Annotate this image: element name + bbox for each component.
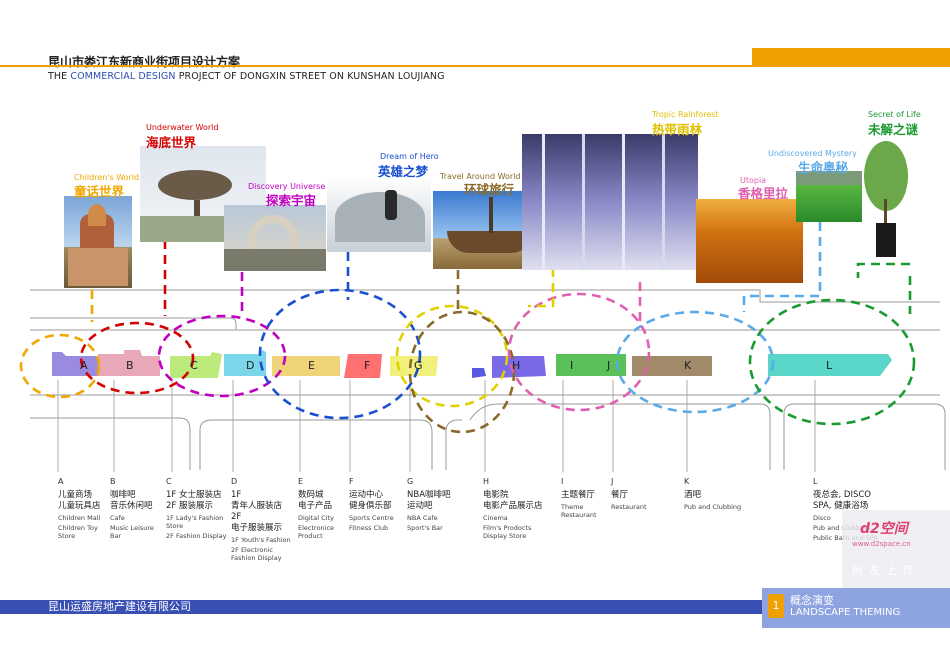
legend-zone-d: D 1F 青年人服装店 2F 电子服装展示 1F Youth's Fashion… — [231, 477, 291, 562]
legend-zone-j: J 餐厅 Restaurant — [611, 477, 647, 511]
header-rule — [0, 65, 752, 67]
zone-label-d: D — [246, 359, 255, 372]
theme-en-travel-around-world: Travel Around World — [440, 172, 521, 181]
zone-label-h: H — [512, 359, 521, 372]
theme-rings — [19, 288, 916, 434]
photo-undiscovered-mystery — [796, 171, 870, 222]
zone-label-i: I — [570, 359, 574, 372]
photo-utopia — [696, 199, 803, 283]
zone-label-l: L — [826, 359, 833, 372]
theme-cn-discovery-universe: 探索宇宙 — [266, 193, 317, 208]
theme-connectors — [90, 222, 912, 322]
legend-zone-g: G NBA咖啡吧 运动吧 NBA Cafe Sport's Bar — [407, 477, 451, 532]
theme-en-childrens-world: Children's World — [74, 173, 140, 182]
photo-secret-of-life — [862, 139, 910, 259]
watermark-panel — [842, 510, 950, 590]
zone-label-c: C — [190, 359, 198, 372]
site-outline — [30, 289, 946, 470]
theme-en-discovery-universe: Discovery Universe — [248, 182, 326, 191]
zone-label-j: J — [607, 359, 611, 372]
page-tab — [762, 588, 950, 628]
section-title-cn: 概念演变 — [790, 594, 834, 607]
theme-cn-childrens-world: 童话世界 — [74, 184, 125, 199]
theme-en-tropic-rainforest: Tropic Rainforest — [652, 110, 719, 119]
header-accent-bar — [752, 48, 950, 67]
zone-label-f: F — [364, 359, 371, 372]
footer-bar — [0, 600, 762, 614]
watermark-url: www.d2space.cn — [852, 540, 911, 548]
theme-en-secret-of-life: Secret of Life — [868, 110, 921, 119]
photo-underwater-world — [140, 146, 266, 242]
theme-cn-travel-around-world: 环球旅行 — [464, 182, 515, 197]
legend-zone-a: A 儿童商场 儿童玩具店 Children Mall Children Toy … — [58, 477, 101, 540]
title-english: THE COMMERCIAL DESIGN PROJECT OF DONGXIN… — [48, 71, 445, 82]
theme-cn-undiscovered-mystery: 生命奥秘 — [798, 160, 849, 175]
theme-cn-underwater-world: 海底世界 — [146, 135, 197, 150]
theme-en-underwater-world: Underwater World — [146, 123, 219, 132]
photo-childrens-world — [64, 196, 132, 288]
theme-cn-dream-of-hero: 英雄之梦 — [378, 164, 429, 179]
watermark-upload-text: 网友上传 — [852, 564, 920, 577]
photo-dream-of-hero — [327, 176, 431, 252]
photo-discovery-universe — [224, 205, 326, 271]
legend-zone-k: K 酒吧 Pub and Clubbing — [684, 477, 742, 511]
zone-label-a: A — [80, 359, 88, 372]
zone-label-b: B — [126, 359, 134, 372]
legend-zone-c: C 1F 女士服装店 2F 服装展示 1F Lady's Fashion Sto… — [166, 477, 227, 540]
zone-label-e: E — [308, 359, 315, 372]
legend-zone-b: B 咖啡吧 音乐休闲吧 Cafe Music Leisure Bar — [110, 477, 154, 540]
building-blocks — [52, 350, 892, 378]
watermark-logo: d2空间 — [860, 521, 908, 537]
zone-label-g: G — [414, 359, 423, 372]
page-number: 1 — [768, 594, 784, 618]
leader-lines — [57, 380, 816, 472]
section-title-en: LANDSCAPE THEMING — [790, 607, 901, 618]
legend-zone-e: E 数码城 电子产品 Digital City Electronice Prod… — [298, 477, 335, 540]
photo-tropic-rainforest — [522, 134, 698, 270]
zone-label-k: K — [684, 359, 692, 372]
legend-zone-f: F 运动中心 健身俱乐部 Sports Centre Fitness Club — [349, 477, 394, 532]
theme-en-undiscovered-mystery: Undiscovered Mystery — [768, 149, 857, 158]
theme-cn-utopia: 香格里拉 — [738, 186, 789, 201]
legend-zone-h: H 电影院 电影产品展示店 Cinema Film's Prodocts Dis… — [483, 477, 543, 540]
legend-zone-i: I 主题餐厅 Theme Restaurant — [561, 477, 597, 519]
theme-cn-tropic-rainforest: 热带雨林 — [652, 122, 703, 137]
theme-cn-secret-of-life: 未解之谜 — [868, 122, 919, 137]
theme-en-utopia: Utopia — [740, 176, 767, 185]
theme-en-dream-of-hero: Dream of Hero — [380, 152, 439, 161]
company-name: 昆山运盛房地产建设有限公司 — [48, 600, 191, 613]
